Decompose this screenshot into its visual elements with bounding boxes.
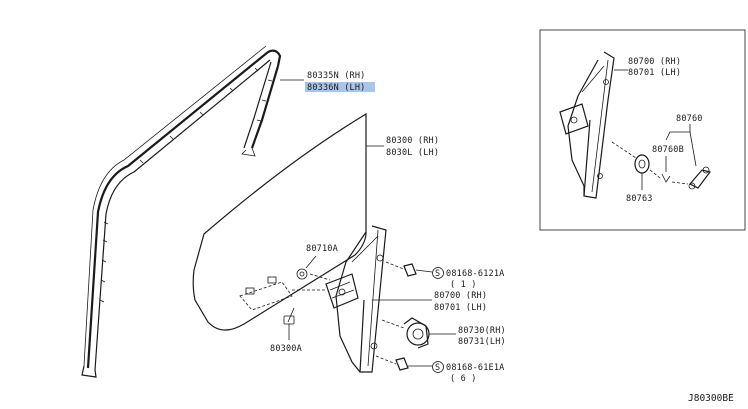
bushing-80710a [296, 255, 317, 280]
inset-regulator [559, 51, 628, 199]
label-inset-handle: 80760 [676, 114, 703, 124]
label-glass-run-rh: 80335N (RH) [307, 71, 366, 81]
label-regulator-lh: 80701 (LH) [434, 303, 487, 313]
screw-symbol-upper [432, 267, 444, 279]
glass-run-channel [81, 45, 282, 378]
bolt-lower [375, 355, 432, 371]
regulator-motor [381, 317, 456, 349]
diagram-code: J80300BE [688, 393, 734, 404]
label-inset-regulator-lh: 80701 (LH) [628, 68, 681, 78]
screw-symbol-upper-text: S [435, 269, 440, 279]
label-inset-clip: 80760B [652, 145, 684, 155]
label-glass-rh: 80300 (RH) [386, 136, 439, 146]
label-bolt-upper-qty: ( 1 ) [450, 280, 477, 290]
inset-frame [539, 29, 746, 231]
label-bolt-lower-qty: ( 6 ) [450, 374, 477, 384]
label-bolt-upper-code: 08168-6121A [446, 269, 505, 279]
label-bolt-lower-code: 08168-61E1A [446, 363, 505, 373]
screw-symbol-lower-text: S [435, 363, 440, 373]
label-motor-rh: 80730(RH) [458, 326, 506, 336]
screw-symbol-lower [432, 361, 444, 373]
label-glass-lh: 8030L (LH) [386, 148, 439, 158]
label-inset-escutcheon: 80763 [626, 194, 653, 204]
door-glass [192, 112, 367, 331]
highlight-80336n [305, 82, 375, 92]
bolt-80300a [283, 307, 295, 340]
label-80710a: 80710A [306, 244, 338, 254]
bolt-upper [385, 261, 433, 277]
label-motor-lh: 80731(LH) [458, 337, 506, 347]
inset-handle-parts [611, 124, 712, 190]
label-inset-regulator-rh: 80700 (RH) [628, 57, 681, 67]
label-80300a: 80300A [270, 344, 302, 354]
window-regulator-main [292, 225, 387, 373]
label-regulator-rh: 80700 (RH) [434, 291, 487, 301]
label-glass-run-lh: 80336N (LH) [307, 83, 366, 93]
